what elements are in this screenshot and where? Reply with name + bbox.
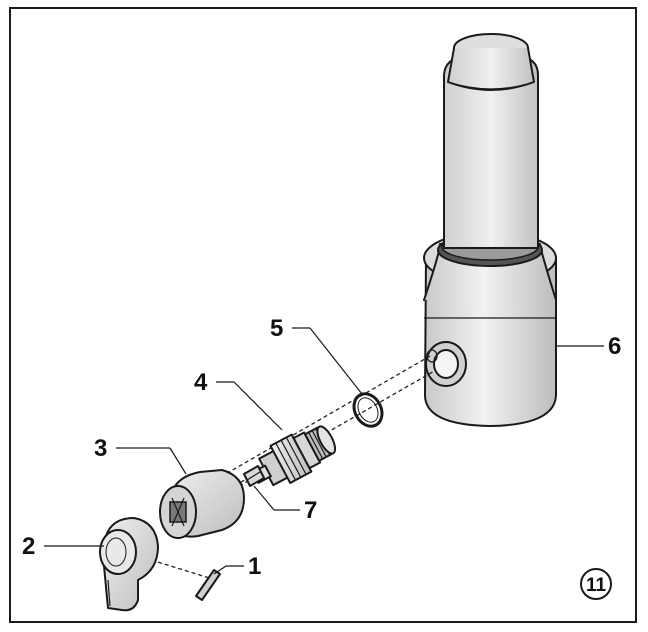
callout-1: 1 [248,553,261,580]
part-5-o-ring [352,392,384,428]
step-number-badge: 11 [580,568,612,600]
callout-6: 6 [608,333,621,360]
callout-leaders [44,327,604,575]
callout-3: 3 [94,435,107,462]
callout-4: 4 [194,369,208,396]
callout-2: 2 [22,533,35,560]
part-6-housing [423,33,557,427]
step-number-text: 11 [586,575,607,596]
part-7-spindle [243,465,265,487]
part-2-lever-handle [99,517,159,612]
part-3-adapter [159,469,245,539]
callout-7: 7 [304,497,317,524]
callout-5: 5 [270,315,283,342]
part-1-pin [195,569,221,601]
